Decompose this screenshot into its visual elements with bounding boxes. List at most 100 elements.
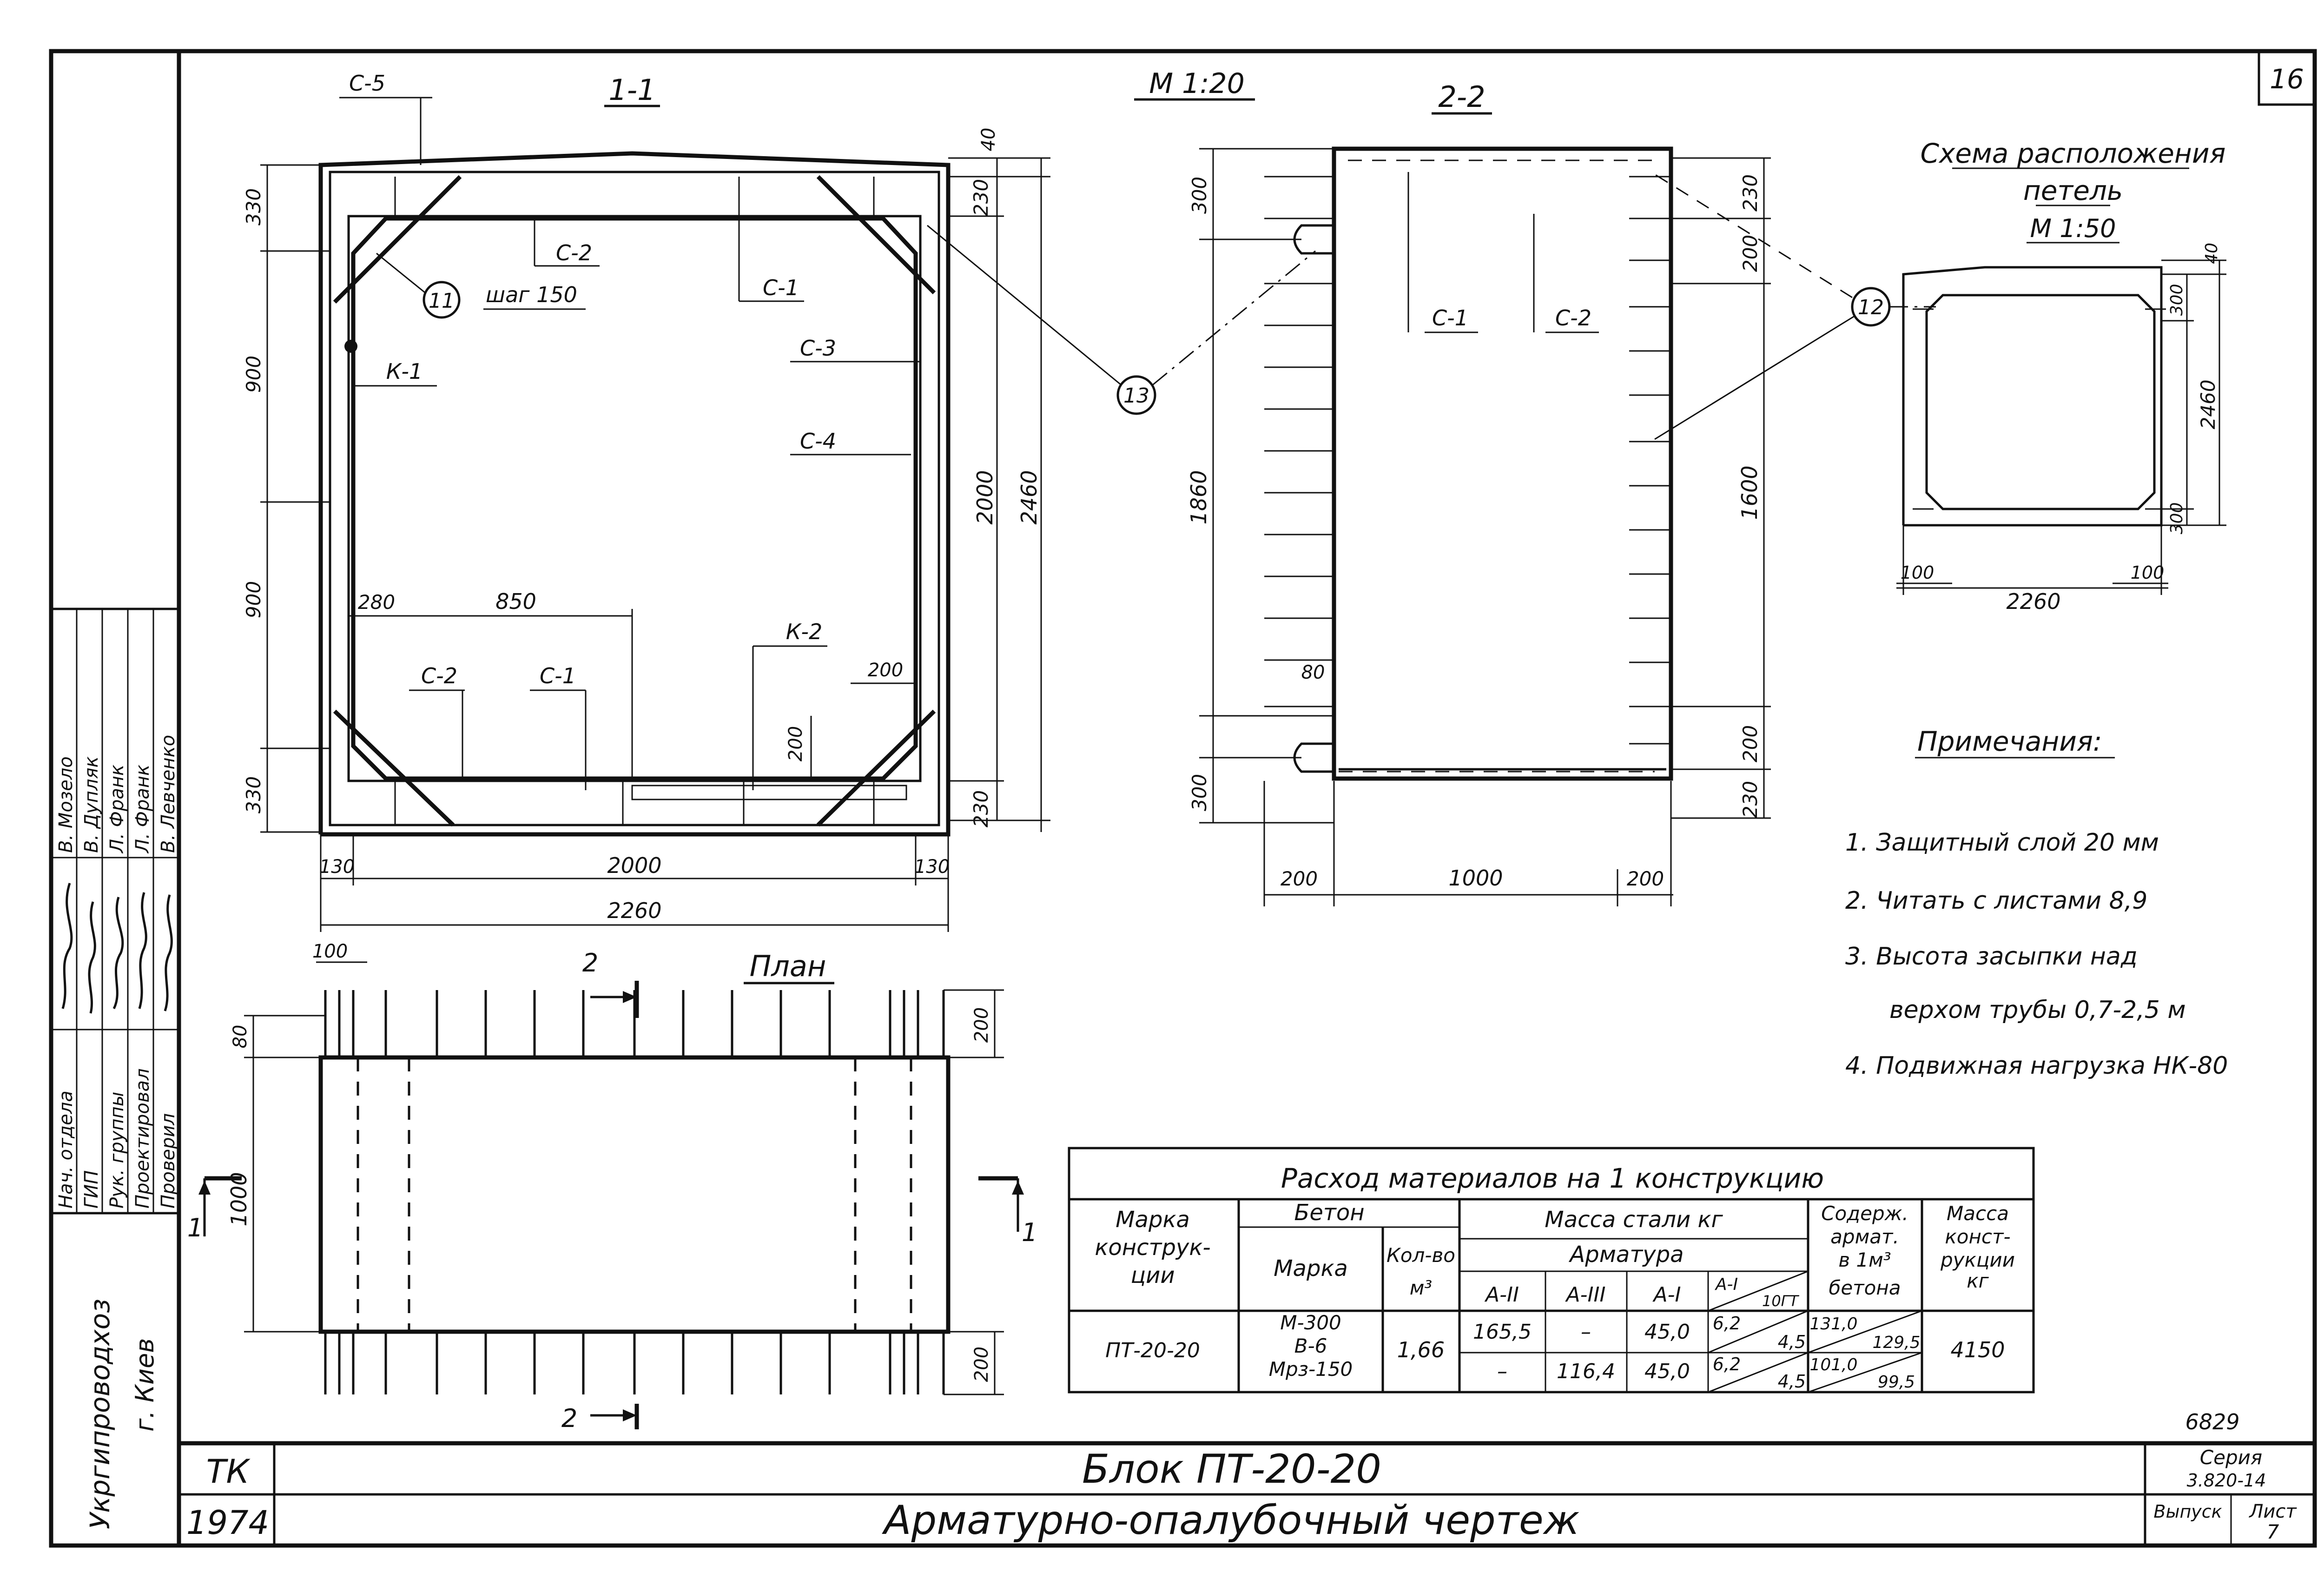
role-designer: Проектировал [132, 1068, 153, 1209]
section-2-2-dim-200-top: 200 [1739, 235, 1762, 272]
row-mark: ПТ-20-20 [1105, 1339, 1200, 1362]
col-mark-line3: ции [1130, 1262, 1175, 1288]
col-concrete-mark: Марка [1274, 1255, 1348, 1282]
rebar-c1-bot-label: С-1 [540, 663, 576, 688]
section-2-2-dim-1860: 1860 [1186, 470, 1211, 524]
handwritten-signatures [61, 883, 173, 1014]
section-2-2-dim-1000: 1000 [1448, 865, 1503, 891]
col-mark-line2: конструк- [1095, 1235, 1210, 1261]
row-gt-2a: 6,2 [1713, 1354, 1741, 1374]
row-gt-2b: 4,5 [1778, 1371, 1806, 1392]
section-1-1: 1-1 М 1:20 С-5 С-2 С-1 С-3 [242, 67, 1316, 932]
note-1: 1. Защитный слой 20 мм [1845, 829, 2159, 857]
rebar-c1-top-label: С-1 [763, 275, 799, 300]
loop-scheme-scale: М 1:50 [2030, 214, 2116, 243]
plan-cut-1-left: 1 [187, 1213, 203, 1242]
dim-200-v: 200 [785, 726, 806, 761]
dim-850: 850 [495, 589, 536, 614]
title-line1: Блок ПТ-20-20 [1082, 1446, 1381, 1493]
organization-city: г. Киев [130, 1338, 159, 1432]
series-label: Серия [2200, 1446, 2262, 1469]
plan-top-bars [324, 990, 945, 1057]
callout-11-circle [423, 281, 461, 319]
sheet-value: 7 [2267, 1520, 2279, 1543]
col-concrete: Бетон [1294, 1200, 1364, 1226]
plan-view: План [187, 941, 1037, 1433]
section-2-2-dim-80: 80 [1301, 662, 1325, 683]
col-a1-10gt-b: 10ГТ [1762, 1292, 1800, 1310]
notes-title: Примечания: [1917, 726, 2102, 757]
dim-2460: 2460 [1017, 470, 1042, 524]
row-gt-1b: 4,5 [1778, 1332, 1806, 1352]
plan-dim-1000: 1000 [226, 1172, 251, 1226]
row-content-2a: 101,0 [1809, 1355, 1857, 1374]
dim-280: 280 [358, 591, 395, 614]
organization-name: Укргипроводхоз [84, 1299, 116, 1529]
materials-table: Расход материалов на 1 конструкцию Марка… [1068, 1147, 2035, 1394]
loop-scheme-title-line1: Схема расположения [1921, 138, 2226, 169]
dim-left-900-a: 900 [242, 356, 265, 393]
dim-200-h: 200 [868, 660, 903, 681]
loop-dim-100-right: 100 [2131, 562, 2165, 583]
section-2-2-c1-label: С-1 [1432, 305, 1468, 330]
dim-bot-130-left: 130 [319, 856, 355, 878]
row-a2-1: 165,5 [1473, 1320, 1532, 1344]
row-a3-1: – [1581, 1320, 1591, 1344]
series-value: 3.820-14 [2187, 1470, 2266, 1491]
name-group-lead: Л. Франк [106, 765, 128, 854]
col-content-line3: в 1м³ [1838, 1248, 1891, 1271]
signature-block: Нач. отдела ГИП Рук. группы Проектировал… [50, 608, 180, 1529]
note-3: 3. Высота засыпки над [1845, 943, 2138, 971]
plan-bottom-bars [324, 1332, 945, 1394]
row-content-1a: 131,0 [1809, 1315, 1857, 1334]
row-concrete-mark-line3: Мрз-150 [1269, 1358, 1353, 1381]
plan-cut-1-right: 1 [1022, 1218, 1037, 1247]
section-2-2-dim-230-bot: 230 [1739, 781, 1762, 818]
row-concrete-mark-line2: В-6 [1294, 1334, 1327, 1357]
row-gt-1a: 6,2 [1713, 1313, 1741, 1334]
row-content-2b: 99,5 [1878, 1373, 1915, 1392]
rebar-c2-bot-label: С-2 [421, 663, 457, 688]
role-group-lead: Рук. группы [106, 1092, 128, 1209]
dim-bot-130-right: 130 [914, 856, 950, 878]
section-2-2-dim-300-bot: 300 [1188, 774, 1211, 811]
name-head-of-dept: В. Мозело [55, 756, 77, 853]
inventory-number: 6829 [2185, 1409, 2239, 1434]
scale-main: М 1:20 [1149, 67, 1245, 100]
role-head-of-dept: Нач. отдела [55, 1090, 77, 1209]
rebar-c4-label: С-4 [800, 429, 836, 454]
sheet-number: 16 [2270, 63, 2304, 95]
row-a1-2: 45,0 [1644, 1360, 1690, 1383]
row-concrete-qty: 1,66 [1397, 1337, 1445, 1362]
issue-label: Выпуск [2153, 1501, 2222, 1522]
col-content-line4: бетона [1829, 1276, 1901, 1299]
plan-dim-80: 80 [230, 1025, 251, 1049]
dim-left-900-b: 900 [242, 581, 265, 618]
name-chief-engineer: В. Дупляк [81, 756, 102, 853]
dim-left-330-bot: 330 [242, 776, 265, 813]
col-mass-line1: Масса [1947, 1202, 2009, 1225]
role-chief-engineer: ГИП [81, 1170, 102, 1209]
dim-2000: 2000 [972, 470, 997, 524]
col-a2: А-II [1484, 1283, 1519, 1307]
row-mass: 4150 [1950, 1337, 2005, 1362]
callout-11-number: 11 [429, 289, 455, 313]
plan-dim-200-bottom: 200 [971, 1347, 992, 1382]
rebar-k1-marker [344, 340, 357, 353]
plan-dim-200-top: 200 [971, 1007, 992, 1043]
loop-dim-100-left: 100 [1901, 562, 1934, 583]
section-2-2: 2-2 [1186, 80, 1936, 906]
row-content-1b: 129,5 [1872, 1333, 1920, 1352]
row-concrete-mark-line1: М-300 [1280, 1311, 1341, 1334]
note-4: 4. Подвижная нагрузка НК-80 [1845, 1052, 2228, 1080]
loop-scheme: Схема расположения петель М 1:50 40 300 … [1896, 138, 2226, 614]
section-2-2-dim-1600: 1600 [1737, 465, 1762, 520]
col-mass-line3: рукции [1940, 1248, 2015, 1271]
row-a1-1: 45,0 [1644, 1320, 1690, 1344]
col-concrete-qty-line1: Кол-во [1386, 1244, 1455, 1267]
col-rebar: Арматура [1568, 1242, 1684, 1268]
dim-top-40: 40 [978, 128, 999, 152]
rebar-k2-label: К-2 [786, 619, 823, 644]
dim-left-330-top: 330 [242, 188, 265, 225]
rebar-c3-label: С-3 [800, 336, 836, 361]
